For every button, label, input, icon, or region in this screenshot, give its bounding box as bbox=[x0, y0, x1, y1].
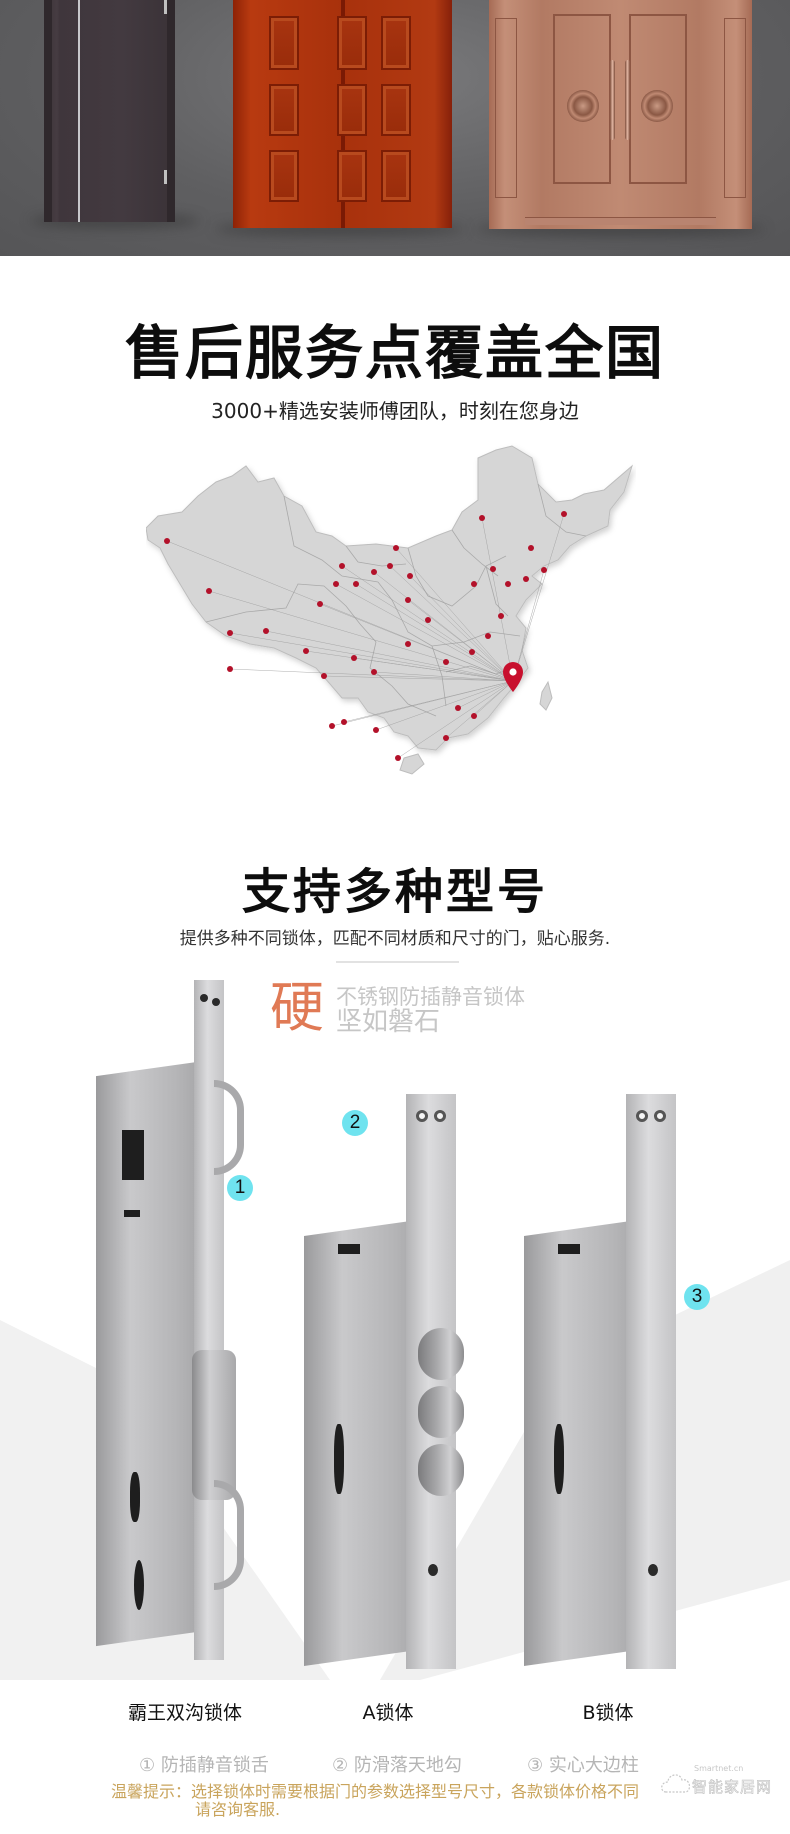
legend-item-2: ② 防滑落天地勾 bbox=[332, 1755, 462, 1776]
notice-line-2: 请咨询客服. bbox=[195, 1800, 281, 1819]
watermark-text: 智能家居网 bbox=[692, 1778, 773, 1797]
lock-label-a: A锁体 bbox=[362, 1702, 414, 1724]
watermark-domain: Smartnet.cn bbox=[694, 1764, 744, 1773]
dark-wood-door-image bbox=[44, 0, 175, 222]
lock-label-b: B锁体 bbox=[582, 1702, 634, 1724]
hard-character: 硬 bbox=[270, 976, 324, 1039]
lock-a-image bbox=[300, 1094, 500, 1669]
service-subtitle: 3000+精选安装师傅团队，时刻在您身边 bbox=[211, 399, 579, 423]
door-banner bbox=[0, 0, 790, 256]
cloud-logo-icon bbox=[661, 1774, 691, 1793]
feature-badge-3: 3 bbox=[684, 1284, 710, 1310]
feature-badge-2: 2 bbox=[342, 1110, 368, 1136]
china-service-map bbox=[146, 445, 633, 775]
red-wood-door-image bbox=[233, 0, 452, 228]
service-title: 售后服务点覆盖全国 bbox=[124, 319, 665, 387]
tagline-solid: 坚如磐石 bbox=[336, 1007, 441, 1037]
site-watermark: Smartnet.cn 智能家居网 bbox=[660, 1764, 780, 1802]
feature-badge-1: 1 bbox=[227, 1175, 253, 1201]
models-title: 支持多种型号 bbox=[241, 864, 548, 920]
tagline-material: 不锈钢防插静音锁体 bbox=[336, 985, 525, 1009]
location-pin-icon bbox=[503, 662, 523, 692]
purchase-notice: 温馨提示：选择锁体时需要根据门的参数选择型号尺寸，各款锁体价格不同 请咨询客服. bbox=[111, 1783, 711, 1819]
copper-double-door-image bbox=[489, 0, 752, 229]
models-subtitle: 提供多种不同锁体，匹配不同材质和尺寸的门，贴心服务. bbox=[179, 929, 611, 949]
legend-item-1: ① 防插静音锁舌 bbox=[139, 1755, 269, 1776]
legend-item-3: ③ 实心大边柱 bbox=[527, 1755, 639, 1776]
lock-bawang-image bbox=[92, 980, 252, 1660]
notice-line-1: 温馨提示：选择锁体时需要根据门的参数选择型号尺寸，各款锁体价格不同 bbox=[111, 1782, 640, 1801]
lock-b-image bbox=[520, 1094, 720, 1669]
section-divider bbox=[336, 961, 459, 963]
lock-label-bawang: 霸王双沟锁体 bbox=[127, 1702, 242, 1724]
